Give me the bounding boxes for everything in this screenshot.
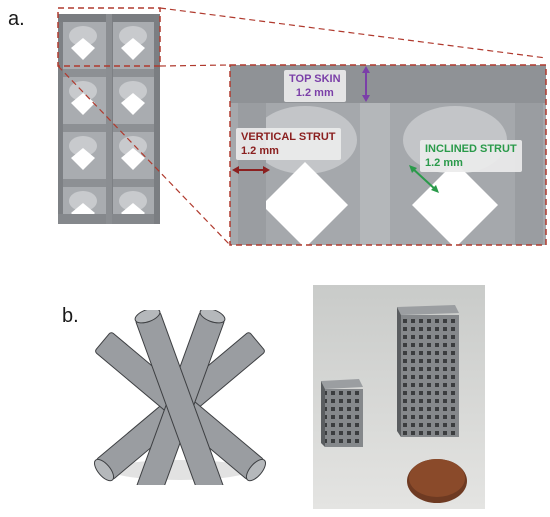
- inclined-strut-title: INCLINED STRUT: [425, 143, 517, 155]
- inclined-strut-dimension: [409, 165, 439, 193]
- top-skin-label: TOP SKIN 1.2 mm: [284, 70, 346, 102]
- inclined-strut-label: INCLINED STRUT 1.2 mm: [420, 140, 522, 172]
- unit-cell-struts: [94, 310, 266, 485]
- top-skin-title: TOP SKIN: [289, 73, 341, 85]
- panel-label-b: b.: [62, 305, 79, 327]
- coin: [407, 459, 467, 503]
- inclined-strut-value: 1.2 mm: [425, 157, 463, 169]
- zoom-inset-frame: [229, 64, 547, 246]
- vertical-strut-dimension: [232, 166, 270, 174]
- vertical-strut-title: VERTICAL STRUT: [241, 131, 336, 143]
- top-skin-dimension: [362, 66, 370, 102]
- small-lattice-sample: [321, 379, 363, 447]
- printed-samples-photo: [313, 285, 485, 509]
- vertical-strut-label: VERTICAL STRUT 1.2 mm: [236, 128, 341, 160]
- zoom-source-box: [57, 7, 161, 67]
- top-skin-value: 1.2 mm: [295, 87, 334, 99]
- panel-label-a: a.: [8, 8, 25, 30]
- large-lattice-sample: [397, 305, 459, 437]
- vertical-strut-value: 1.2 mm: [241, 145, 279, 157]
